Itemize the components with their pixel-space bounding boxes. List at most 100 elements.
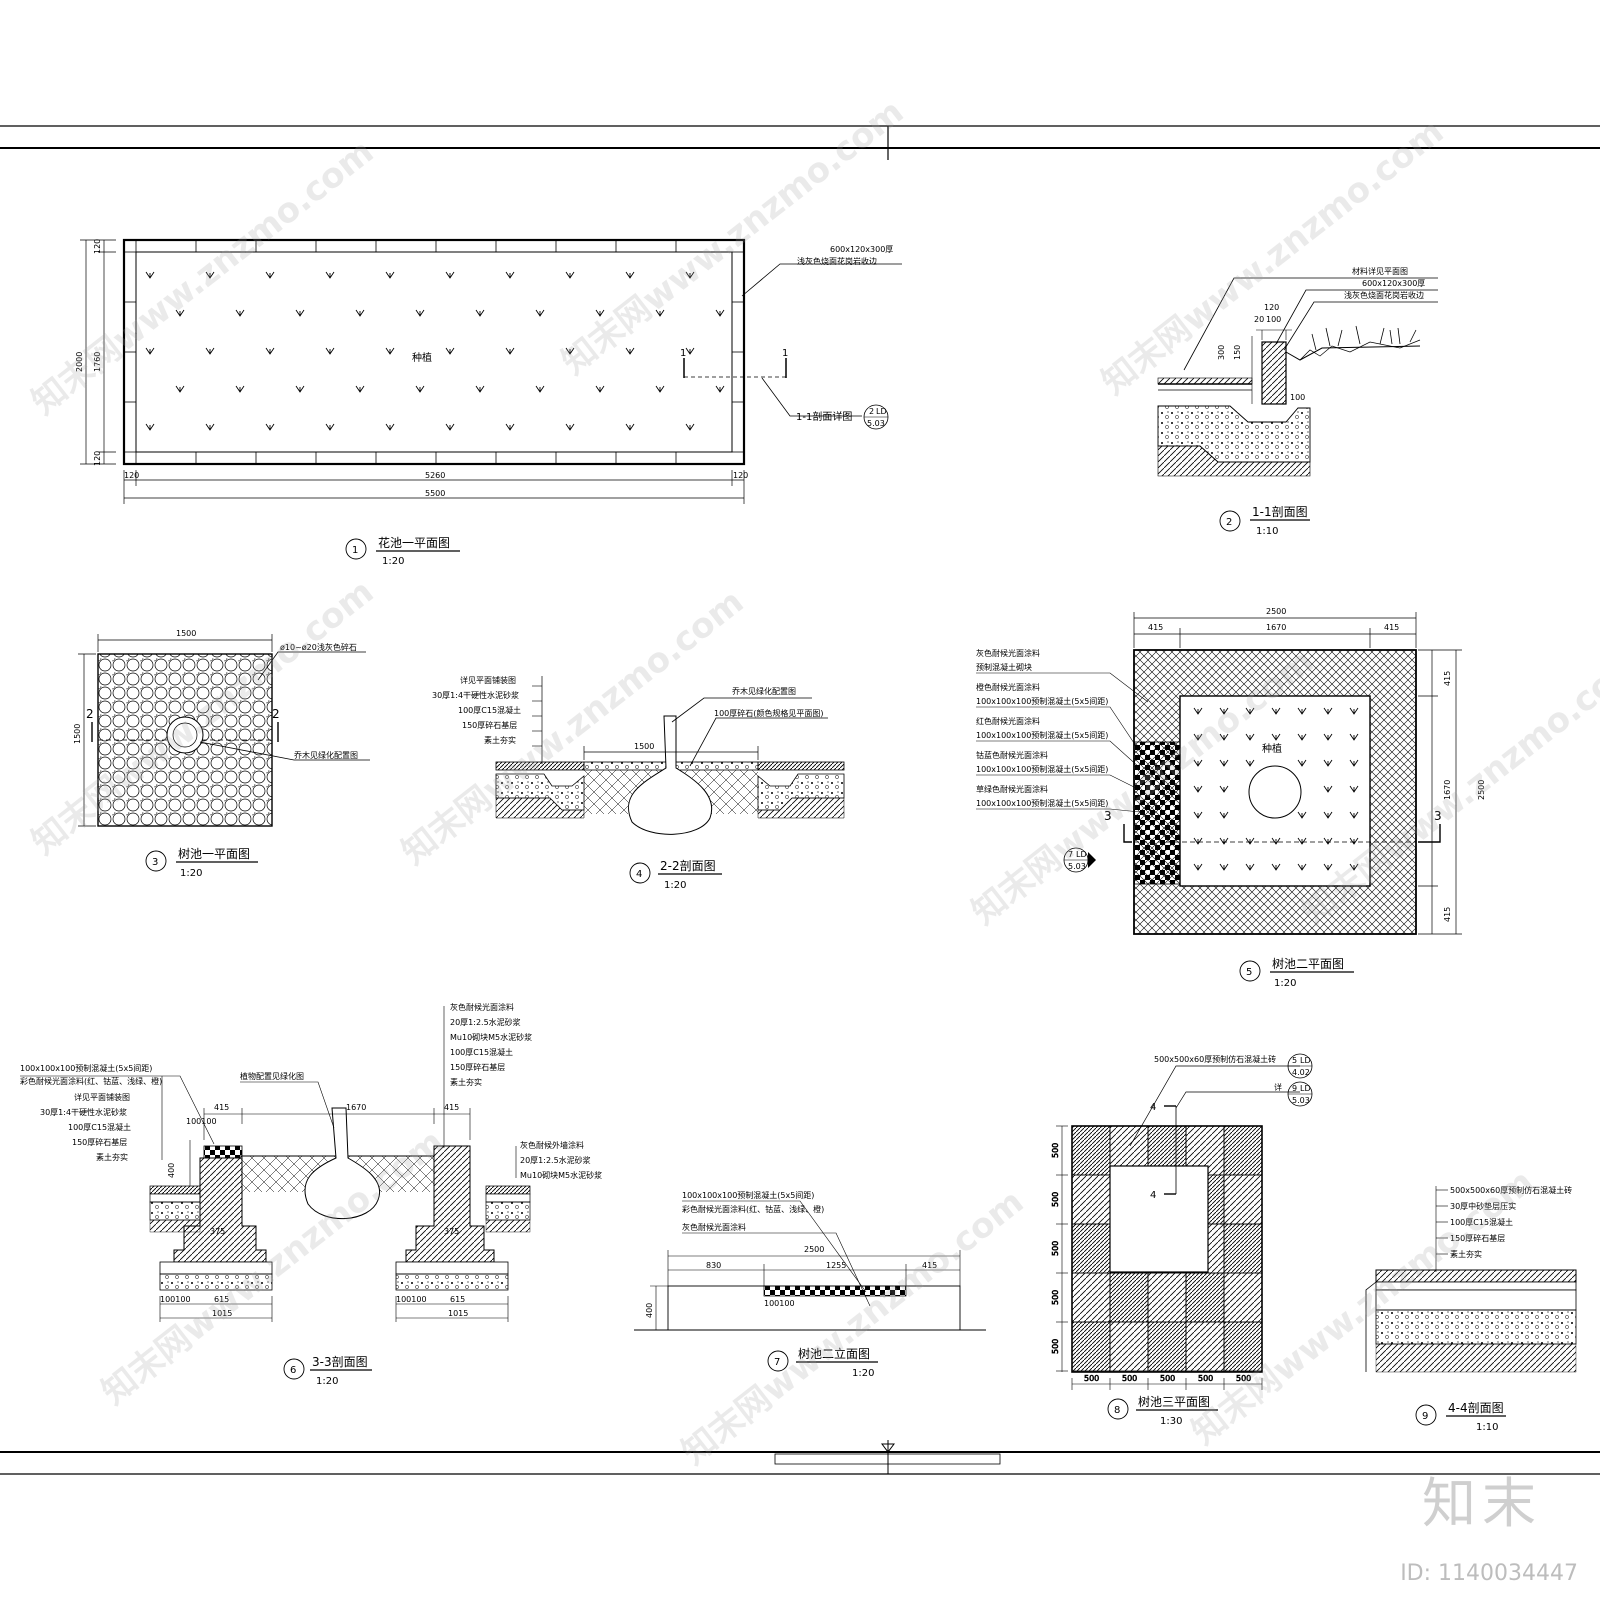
plant-symbol-icon xyxy=(1219,837,1229,845)
plant-symbol-icon xyxy=(1219,863,1229,871)
plant-symbol-icon xyxy=(235,309,245,317)
svg-text:1:20: 1:20 xyxy=(664,880,686,891)
d8-dim-label: 500 xyxy=(1160,1374,1175,1383)
plant-symbol-icon xyxy=(1271,837,1281,845)
plant-symbol-icon xyxy=(1193,733,1203,741)
d6-dim-small-r: 100100 xyxy=(396,1295,427,1304)
svg-text:9: 9 xyxy=(1422,1411,1428,1422)
brand-logo: 知末 xyxy=(1422,1472,1542,1535)
plant-symbol-icon xyxy=(1245,863,1255,871)
plant-symbol-icon xyxy=(1245,837,1255,845)
svg-text:3-3剖面图: 3-3剖面图 xyxy=(312,1355,368,1369)
d5-center-label: 种植 xyxy=(1262,742,1282,755)
svg-text:树池一平面图: 树池一平面图 xyxy=(178,846,250,861)
d6-dim-edge-l: 415 xyxy=(214,1103,229,1112)
plant-symbol-icon xyxy=(265,423,275,431)
svg-text:100厚C15混凝土: 100厚C15混凝土 xyxy=(68,1122,131,1132)
plant-symbol-icon xyxy=(1193,837,1203,845)
d1-dim-h-edge-t: 120 xyxy=(93,239,102,254)
plant-symbol-icon xyxy=(1271,863,1281,871)
plant-symbol-icon xyxy=(655,309,665,317)
d2-dim-6: 100 xyxy=(1290,393,1305,402)
paving-tile xyxy=(1223,1223,1263,1274)
svg-text:LD: LD xyxy=(1300,1056,1311,1065)
plant-symbol-icon xyxy=(1193,785,1203,793)
plant-symbol-icon xyxy=(1297,707,1307,715)
svg-text:Mu10砌块M5水泥砂浆: Mu10砌块M5水泥砂浆 xyxy=(520,1170,602,1180)
plant-symbol-icon xyxy=(625,271,635,279)
svg-text:红色耐候光面涂料: 红色耐候光面涂料 xyxy=(976,716,1040,726)
d8-dim-label: 500 xyxy=(1051,1339,1060,1354)
plant-symbol-icon xyxy=(355,385,365,393)
plant-symbol-icon xyxy=(1349,863,1359,871)
d7-dim-small: 100100 xyxy=(764,1299,795,1308)
d6-title-block: 6 3-3剖面图 1:20 xyxy=(283,1355,372,1387)
d2-dim-3: 100 xyxy=(1266,315,1281,324)
plant-symbol-icon xyxy=(1349,785,1359,793)
d1-dim-inner: 5260 xyxy=(425,471,445,480)
plant-symbol-icon xyxy=(415,385,425,393)
plant-symbol-icon xyxy=(1297,811,1307,819)
d2-dim-4: 300 xyxy=(1217,345,1226,360)
svg-text:素土夯实: 素土夯实 xyxy=(1450,1249,1482,1259)
d4-dim: 1500 xyxy=(634,742,654,751)
d1-dim-h-edge-b: 120 xyxy=(93,451,102,466)
d6-dim-base-in-r: 615 xyxy=(450,1295,465,1304)
svg-text:详见平面铺装图: 详见平面铺装图 xyxy=(74,1092,130,1102)
d2-title-block: 2 1-1剖面图 1:10 xyxy=(1219,505,1310,537)
d6-top-notes: 灰色耐候光面涂料 20厚1:2.5水泥砂浆 Mu10砌块M5水泥砂浆 100厚C… xyxy=(450,1002,532,1087)
plant-symbol-icon xyxy=(235,385,245,393)
svg-text:100厚C15混凝土: 100厚C15混凝土 xyxy=(1450,1217,1513,1227)
paving-tile xyxy=(1109,1321,1149,1372)
plant-symbol-icon xyxy=(1297,837,1307,845)
svg-text:草绿色耐候光面涂料: 草绿色耐候光面涂料 xyxy=(976,784,1048,794)
svg-text:素土夯实: 素土夯实 xyxy=(96,1152,128,1162)
plant-symbol-icon xyxy=(1245,733,1255,741)
plant-symbol-icon xyxy=(1193,759,1203,767)
plant-symbol-icon xyxy=(715,309,725,317)
plant-symbol-icon xyxy=(1349,837,1359,845)
plant-symbol-icon xyxy=(565,423,575,431)
svg-text:5.03: 5.03 xyxy=(1292,1096,1310,1105)
plant-symbol-icon xyxy=(265,271,275,279)
paving-tile xyxy=(1185,1321,1225,1372)
d7-dim-a: 830 xyxy=(706,1261,721,1270)
plant-symbol-icon xyxy=(1349,707,1359,715)
d4-note-2: 100厚碎石(颜色规格见平面图) xyxy=(714,708,824,718)
d1-cut-left: 1 xyxy=(680,348,686,359)
svg-text:100x100x100预制混凝土(5x5间距): 100x100x100预制混凝土(5x5间距) xyxy=(976,764,1108,774)
d8-dim-label: 500 xyxy=(1051,1290,1060,1305)
d2-note-3: 浅灰色烧面花岗岩收边 xyxy=(1344,290,1424,300)
d6-dim-small-top: 100100 xyxy=(186,1117,217,1126)
svg-text:1:20: 1:20 xyxy=(382,556,404,567)
d3-cut-right: 2 xyxy=(272,707,280,721)
d1-dim-edge-l: 120 xyxy=(124,471,139,480)
svg-text:5.03: 5.03 xyxy=(867,419,885,428)
d5-dim-edge-r: 415 xyxy=(1384,623,1399,632)
svg-text:9: 9 xyxy=(1292,1084,1297,1093)
paving-tile xyxy=(1071,1125,1111,1176)
svg-text:150厚碎石基层: 150厚碎石基层 xyxy=(72,1137,127,1147)
d5-dim-inner: 1670 xyxy=(1266,623,1286,632)
svg-text:2: 2 xyxy=(1226,517,1232,528)
d7-dim-h: 400 xyxy=(645,1303,654,1318)
svg-text:1:10: 1:10 xyxy=(1256,526,1278,537)
plant-symbol-icon xyxy=(1297,733,1307,741)
svg-text:150厚碎石基层: 150厚碎石基层 xyxy=(450,1062,505,1072)
svg-text:彩色耐候光面涂料(红、钴蓝、浅绿、橙): 彩色耐候光面涂料(红、钴蓝、浅绿、橙) xyxy=(682,1204,824,1214)
svg-text:7: 7 xyxy=(1068,850,1073,859)
d5-dim-h-inner: 1670 xyxy=(1443,780,1452,800)
plant-symbol-icon xyxy=(1349,759,1359,767)
plant-symbol-icon xyxy=(415,309,425,317)
paving-tile xyxy=(1071,1321,1111,1372)
plant-symbol-icon xyxy=(475,309,485,317)
svg-text:详见平面铺装图: 详见平面铺装图 xyxy=(460,675,516,685)
d7-dim-b: 1255 xyxy=(826,1261,846,1270)
svg-text:6: 6 xyxy=(290,1365,296,1376)
paving-tile xyxy=(1109,1272,1149,1323)
detail-8-tree-pit-plan-3: 4 4 500x500x60厚预制仿石混凝土砖 详 5 LD 4.02 9 LD… xyxy=(1051,1053,1313,1427)
sheet-frame xyxy=(0,125,1600,1475)
d7-notes: 100x100x100预制混凝土(5x5间距) 彩色耐候光面涂料(红、钴蓝、浅绿… xyxy=(682,1190,824,1232)
plant-symbol-icon xyxy=(625,347,635,355)
